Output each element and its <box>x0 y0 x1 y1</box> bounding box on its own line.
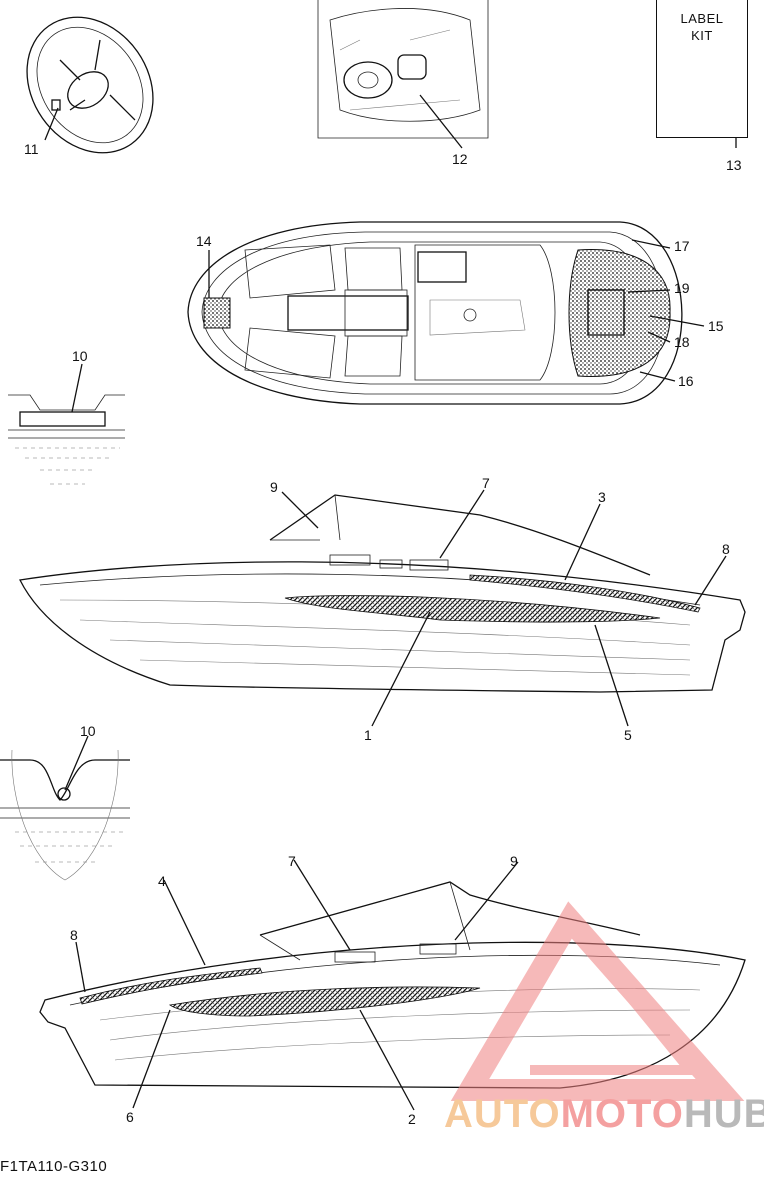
callout-13: 13 <box>726 157 742 173</box>
callout-14: 14 <box>196 233 212 249</box>
watermark-text: AUTOMOTOHUB <box>444 1092 764 1137</box>
label-kit-box: LABEL KIT <box>656 0 748 138</box>
steering-wheel-drawing <box>26 16 154 154</box>
watermark-part-auto: AUTO <box>444 1092 561 1136</box>
callout-1: 1 <box>364 727 372 743</box>
callout-8-lower: 8 <box>70 927 78 943</box>
watermark-part-hub: HUB <box>683 1092 764 1136</box>
callout-9-lower: 9 <box>510 853 518 869</box>
watermark-logo <box>450 901 745 1101</box>
watermark-part-moto: MOTO <box>560 1092 684 1136</box>
callout-11: 11 <box>24 141 39 157</box>
inset-transom-middle <box>0 735 130 881</box>
label-kit-text: LABEL KIT <box>680 11 724 43</box>
callout-7-lower: 7 <box>288 853 296 869</box>
callout-3: 3 <box>598 489 606 505</box>
callout-labels: 11 12 13 14 17 19 15 18 16 10 9 7 3 8 1 … <box>24 141 742 1127</box>
callout-15: 15 <box>708 318 724 334</box>
callout-6: 6 <box>126 1109 134 1125</box>
part-code: F1TA110-G310 <box>0 1158 108 1175</box>
boat-side-view-upper <box>19 489 746 727</box>
boat-top-view <box>187 221 705 405</box>
callout-5: 5 <box>624 727 632 743</box>
callout-18: 18 <box>674 334 690 350</box>
callout-4: 4 <box>158 873 166 889</box>
callout-10-top: 10 <box>72 348 88 364</box>
callout-8-upper: 8 <box>722 541 730 557</box>
callout-17: 17 <box>674 238 690 254</box>
callout-12: 12 <box>452 151 468 167</box>
console-drawing <box>317 0 489 149</box>
callout-16: 16 <box>678 373 694 389</box>
callout-7-upper: 7 <box>482 475 490 491</box>
callout-2: 2 <box>408 1111 416 1127</box>
callout-10-middle: 10 <box>80 723 96 739</box>
callout-19: 19 <box>674 280 690 296</box>
inset-transom-top <box>8 363 125 485</box>
callout-9-upper: 9 <box>270 479 278 495</box>
